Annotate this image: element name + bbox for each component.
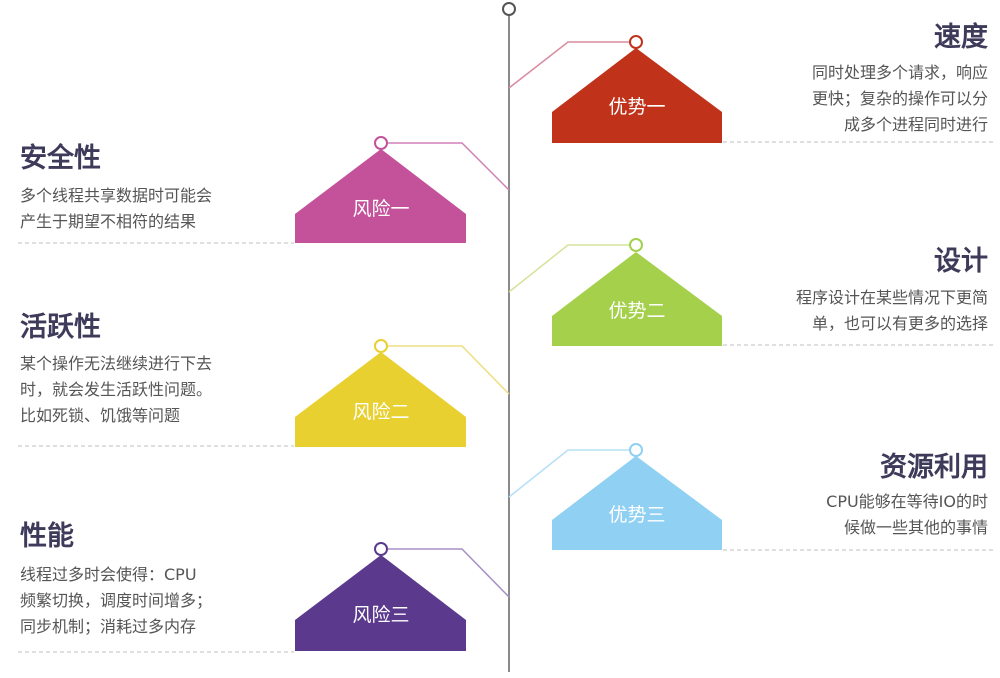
risk-3-description: 线程过多时会使得：CPU 频繁切换，调度时间增多； 同步机制；消耗过多内存 [20,562,212,640]
risk-2-line-3: 比如死锁、饥饿等问题 [20,406,181,425]
badge-label-advantage-1: 优势一 [608,96,665,118]
connector-advantage-1 [508,41,636,89]
badge-advantage-2 [552,252,722,346]
risk-1-line-1: 多个线程共享数据时可能会 [20,186,213,205]
badge-label-advantage-2: 优势二 [608,300,665,322]
risk-2-line-2: 时，就会发生活跃性问题。 [20,380,213,399]
badge-risk-2 [295,352,466,447]
node-risk-1 [374,136,388,150]
risk-1-description: 多个线程共享数据时可能会 产生于期望不相符的结果 [20,183,212,235]
node-risk-2 [374,339,388,353]
node-advantage-3 [629,443,643,457]
risk-2-line-1: 某个操作无法继续进行下去 [20,354,213,373]
advantage-3-title: 资源利用 [880,452,988,483]
advantage-2-line-2: 单，也可以有更多的选择 [811,314,988,333]
badge-label-risk-2: 风险二 [352,401,409,423]
advantage-3-line-1: CPU能够在等待IO的时 [826,492,988,511]
badge-label-risk-3: 风险三 [352,604,409,626]
node-advantage-2 [629,238,643,252]
advantage-1-description: 同时处理多个请求，响应 更快；复杂的操作可以分 成多个进程同时进行 [812,60,988,138]
connector-risk-3 [381,548,510,598]
advantage-1-line-3: 成多个进程同时进行 [843,115,988,134]
risk-3-line-2: 频繁切换，调度时间增多； [20,591,213,610]
badge-label-risk-1: 风险一 [352,198,409,220]
connector-advantage-3 [508,449,636,498]
advantage-1-line-2: 更快；复杂的操作可以分 [811,89,988,108]
risk-1-title: 安全性 [20,143,101,174]
advantage-1-title: 速度 [934,22,988,53]
connector-advantage-2 [508,244,636,293]
node-risk-3 [374,542,388,556]
connector-risk-2 [381,345,510,395]
risk-3-title: 性能 [20,521,74,552]
badge-risk-3 [295,555,466,651]
risk-2-title: 活跃性 [20,312,101,343]
badge-advantage-1 [552,48,722,143]
advantage-1-line-1: 同时处理多个请求，响应 [811,63,988,82]
advantage-2-title: 设计 [934,246,988,277]
badge-advantage-3 [552,456,722,550]
badge-label-advantage-3: 优势三 [608,504,665,526]
risk-1-line-2: 产生于期望不相符的结果 [20,212,197,231]
node-advantage-1 [629,35,643,49]
advantage-3-line-2: 候做一些其他的事情 [843,518,988,537]
risk-3-line-3: 同步机制；消耗过多内存 [20,617,197,636]
risk-2-description: 某个操作无法继续进行下去 时，就会发生活跃性问题。 比如死锁、饥饿等问题 [20,351,212,429]
advantage-2-line-1: 程序设计在某些情况下更简 [795,288,988,307]
advantage-3-description: CPU能够在等待IO的时 候做一些其他的事情 [826,489,988,541]
badge-risk-1 [295,149,466,243]
risk-3-line-1: 线程过多时会使得：CPU [20,565,197,584]
timeline-top-node [502,2,516,16]
advantage-2-description: 程序设计在某些情况下更简 单，也可以有更多的选择 [796,285,988,337]
connector-risk-1 [381,142,510,191]
